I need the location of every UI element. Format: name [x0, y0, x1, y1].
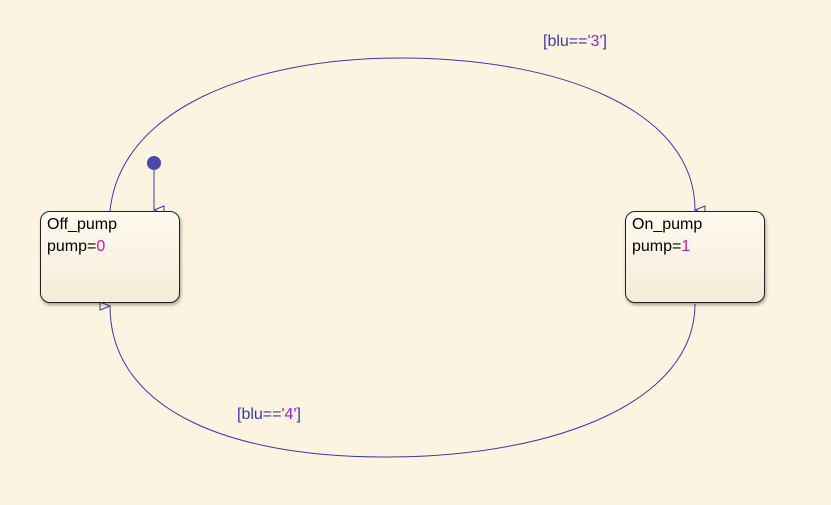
default-transition-dot[interactable] — [147, 156, 161, 170]
state-off-pump[interactable]: Off_pump pump=0 — [40, 211, 180, 303]
state-name: On_pump — [632, 216, 703, 233]
state-name: Off_pump — [47, 216, 117, 233]
guard-prefix: [blu== — [237, 406, 282, 423]
transition-guard-label[interactable]: [blu=='4'] — [237, 406, 301, 424]
guard-prefix: [blu== — [543, 33, 588, 50]
action-variable: pump= — [47, 238, 97, 255]
transition-on-to-off[interactable] — [110, 304, 696, 458]
action-variable: pump= — [632, 238, 682, 255]
guard-suffix: ] — [296, 406, 301, 423]
action-value: 0 — [96, 238, 106, 255]
transition-off-to-on[interactable] — [109, 57, 695, 211]
guard-suffix: ] — [602, 33, 607, 50]
state-on-pump[interactable]: On_pump pump=1 — [625, 211, 765, 303]
action-value: 1 — [681, 238, 691, 255]
transition-guard-label[interactable]: [blu=='3'] — [543, 33, 607, 51]
state-action: pump=0 — [47, 236, 173, 258]
state-action: pump=1 — [632, 236, 758, 258]
guard-value: '3' — [587, 33, 603, 50]
guard-value: '4' — [281, 406, 297, 423]
